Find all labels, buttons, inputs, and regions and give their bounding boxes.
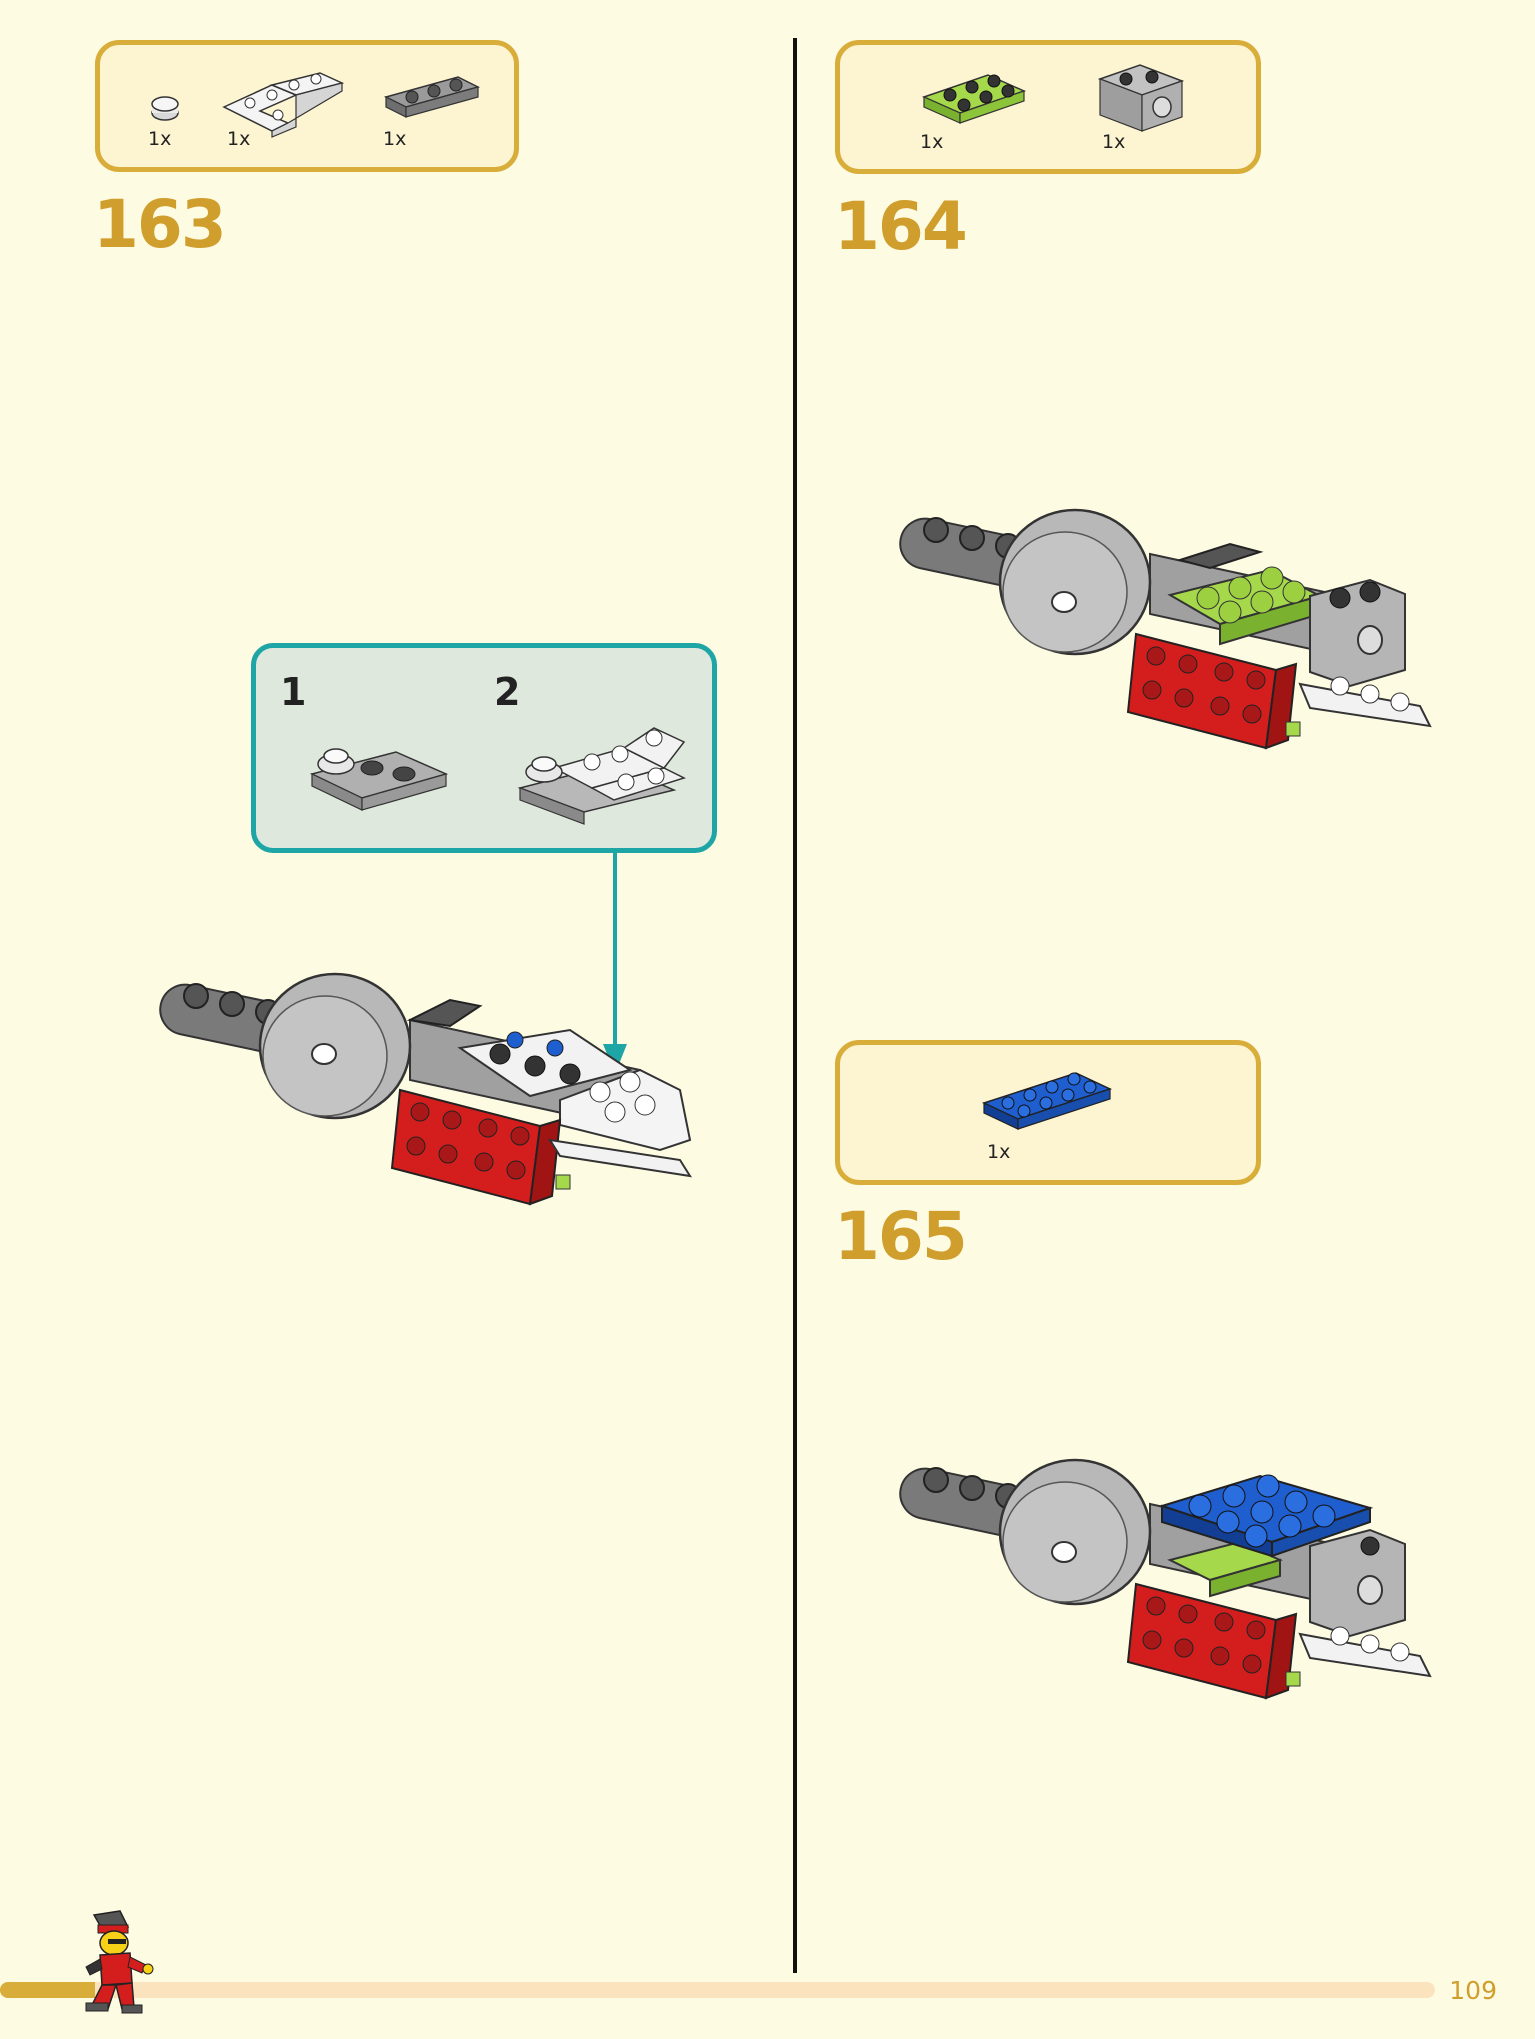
grey-plate-icon <box>383 76 481 118</box>
column-divider <box>793 38 797 1973</box>
part-qty: 1x <box>148 128 172 150</box>
substep-2-illustration <box>517 727 686 825</box>
model-164-illustration <box>899 508 1432 750</box>
substep-number: 2 <box>494 670 521 714</box>
part-qty: 1x <box>987 1141 1011 1163</box>
model-163-illustration <box>159 972 693 1206</box>
minifigure-icon <box>85 1910 154 2014</box>
progress-fill <box>0 1982 95 1998</box>
round-plate-icon <box>151 96 179 121</box>
progress-track <box>0 1982 1435 1998</box>
substep-number: 1 <box>280 670 307 714</box>
step-number-163: 163 <box>93 186 227 263</box>
parts-box-165: 1x <box>835 1040 1261 1185</box>
lime-plate-icon <box>921 74 1027 124</box>
part-qty: 1x <box>1102 131 1126 153</box>
page-number: 109 <box>1449 1976 1497 2005</box>
blue-plate-icon <box>981 1072 1113 1130</box>
technic-brick-icon <box>1097 64 1185 132</box>
part-qty: 1x <box>920 131 944 153</box>
substep-callout: 1 2 <box>251 643 717 853</box>
part-qty: 1x <box>383 128 407 150</box>
corner-plate-icon <box>222 72 345 138</box>
parts-box-164: 1x 1x <box>835 40 1261 174</box>
step-number-165: 165 <box>834 1198 968 1275</box>
parts-box-163: 1x 1x 1x <box>95 40 519 172</box>
part-qty: 1x <box>227 128 251 150</box>
model-165-illustration <box>899 1458 1432 1700</box>
substep-1-illustration <box>309 748 449 811</box>
step-number-164: 164 <box>834 188 968 265</box>
